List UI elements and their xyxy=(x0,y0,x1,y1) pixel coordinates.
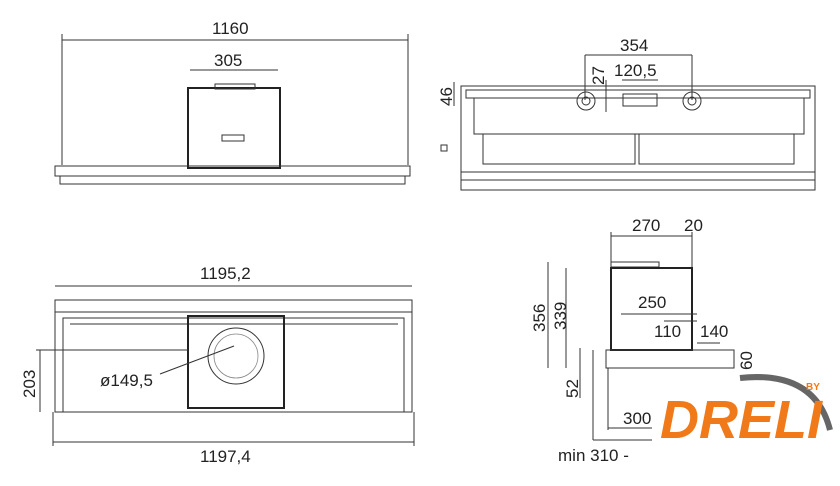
dim-27: 27 xyxy=(589,66,608,85)
dim-1197-4: 1197,4 xyxy=(200,447,251,466)
dim-203: 203 xyxy=(20,370,39,398)
dim-140: 140 xyxy=(700,322,728,341)
dim-120-5: 120,5 xyxy=(614,61,657,80)
dim-20: 20 xyxy=(684,216,703,235)
dim-305: 305 xyxy=(214,51,242,70)
dreli-logo: DRELI BY xyxy=(652,372,840,452)
dim-356: 356 xyxy=(530,304,549,332)
side-view: 270 20 356 339 250 110 140 60 52 300 min… xyxy=(530,216,756,465)
dim-1195-2: 1195,2 xyxy=(200,264,251,283)
logo-by: BY xyxy=(806,382,820,393)
top-view: 1160 305 xyxy=(54,19,411,185)
dim-46: 46 xyxy=(437,87,456,106)
front-view: 354 120,5 27 46 xyxy=(437,36,816,191)
dim-354: 354 xyxy=(620,36,648,55)
bottom-view: 1195,2 ø149,5 203 1197,4 xyxy=(20,264,415,466)
min-310-label: min 310 - xyxy=(558,446,629,465)
dim-60: 60 xyxy=(737,351,756,370)
dim-250: 250 xyxy=(638,293,666,312)
dim-diameter-149-5: ø149,5 xyxy=(100,371,153,390)
dim-1160: 1160 xyxy=(212,19,249,38)
dim-339: 339 xyxy=(551,302,570,330)
logo-text: DRELI xyxy=(660,390,823,450)
dim-300: 300 xyxy=(623,409,651,428)
dim-52: 52 xyxy=(563,379,582,398)
dim-110: 110 xyxy=(654,322,681,341)
dim-270: 270 xyxy=(632,216,660,235)
